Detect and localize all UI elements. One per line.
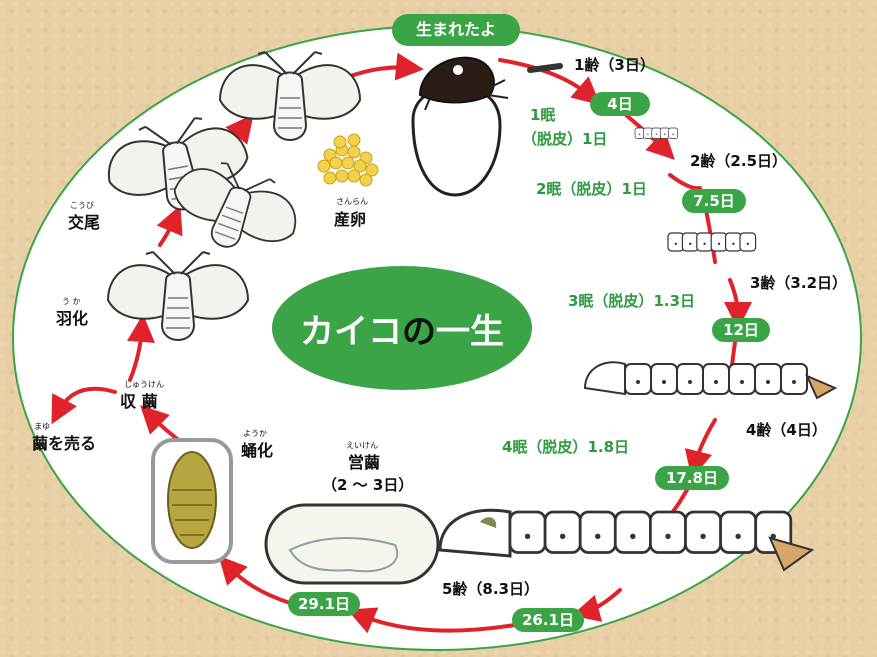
harvest-reading: しゅうけん (124, 380, 164, 389)
day-pill-17-8: 17.8日 (655, 466, 729, 490)
day-pill-7-5: 7.5日 (682, 189, 746, 213)
cocoon-spin-label: 営繭 (348, 453, 381, 472)
emerge-label: 羽化 (56, 309, 89, 328)
larva-icon (583, 361, 838, 400)
instar4-label: 4齢（4日） (746, 421, 827, 439)
pupa-icon (151, 438, 233, 564)
day-pill-12: 12日 (712, 318, 770, 342)
hatchling-icon (411, 56, 509, 197)
born-badge: 生まれたよ (392, 14, 520, 46)
day-pill-26-1: 26.1日 (512, 608, 584, 632)
title-part2: の (402, 311, 436, 352)
eggs-cluster-icon (317, 133, 379, 187)
larva-icon (667, 232, 757, 252)
pupate-label: 蛹化 (241, 441, 274, 460)
sleep1-label-b: （脱皮）1日 (522, 130, 608, 148)
emerge-reading: う か (62, 297, 81, 306)
cycle-arrows (51, 52, 752, 634)
larva-icon (527, 63, 563, 73)
day-pill-29-1: 29.1日 (288, 592, 360, 616)
sleep4-label: 4眠（脱皮）1.8日 (502, 438, 630, 456)
title-part1: カイコ (300, 311, 402, 352)
larva-icon (634, 127, 679, 139)
cocoon-spin-reading: えいけん (346, 441, 378, 450)
day-pill-4: 4日 (590, 92, 650, 116)
laying-label: 産卵 (334, 210, 367, 229)
instar1-label: 1齢（3日） (574, 56, 655, 74)
sell-reading: まゆ (34, 422, 50, 431)
title-part3: 一生 (436, 311, 504, 352)
mating-label: 交尾 (68, 213, 101, 232)
instar5-label: 5齢（8.3日） (442, 580, 540, 598)
harvest-label: 収 繭 (120, 392, 158, 411)
laying-reading: さんらん (336, 197, 368, 206)
mating-reading: こうび (70, 201, 94, 210)
sleep3-label: 3眠（脱皮）1.3日 (568, 292, 696, 310)
sleep2-label: 2眠（脱皮）1日 (536, 180, 647, 198)
pupate-reading: ようか (243, 429, 267, 438)
cocoon-spin-days: （2 〜 3日） (322, 476, 414, 494)
cocoon-icon (264, 503, 440, 585)
title-badge: カイコの一生 (272, 266, 532, 390)
larva-icon (438, 508, 815, 572)
sell-label: 繭を売る (32, 434, 97, 453)
sleep1-label-a: 1眠 (530, 106, 556, 124)
instar2-label: 2齢（2.5日） (690, 152, 788, 170)
instar3-label: 3齢（3.2日） (750, 274, 848, 292)
